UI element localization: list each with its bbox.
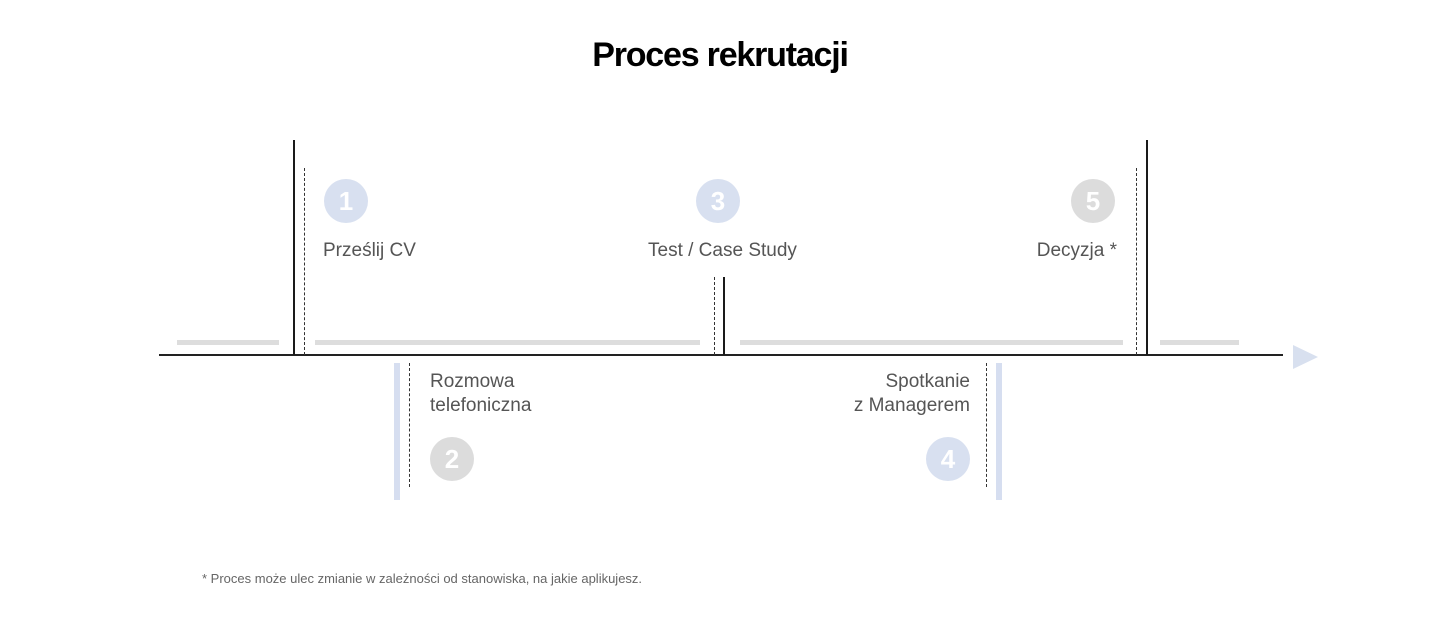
step-5-marker-line bbox=[1146, 140, 1148, 355]
timeline-axis bbox=[159, 354, 1283, 356]
step-2-label-line-1: Rozmowa bbox=[430, 371, 515, 392]
step-5-dashed-line bbox=[1136, 168, 1137, 355]
step-4-label: Spotkanie z Managerem bbox=[800, 370, 970, 418]
step-3-dashed-line bbox=[714, 277, 715, 355]
step-4-marker-bar bbox=[996, 363, 1002, 500]
step-4-number-badge: 4 bbox=[926, 437, 970, 481]
step-5-number-badge: 5 bbox=[1071, 179, 1115, 223]
step-4-label-line-1: Spotkanie bbox=[885, 371, 970, 392]
step-3-label: Test / Case Study bbox=[648, 240, 797, 261]
step-1-dashed-line bbox=[304, 168, 305, 355]
step-2-marker-bar bbox=[394, 363, 400, 500]
track-segment bbox=[740, 340, 1123, 345]
step-4-dashed-line bbox=[986, 363, 987, 487]
step-1-marker-line bbox=[293, 140, 295, 355]
footnote: * Proces może ulec zmianie w zależności … bbox=[202, 571, 643, 586]
track-segment bbox=[177, 340, 279, 345]
step-5-label: Decyzja * bbox=[1036, 240, 1117, 261]
step-2-number-badge: 2 bbox=[430, 437, 474, 481]
page-title: Proces rekrutacji bbox=[592, 36, 849, 74]
step-2-label: Rozmowa telefoniczna bbox=[430, 370, 531, 418]
step-2-dashed-line bbox=[409, 363, 410, 487]
step-4-label-line-2: z Managerem bbox=[853, 395, 970, 416]
step-3-marker-line bbox=[723, 277, 725, 355]
step-3-number-badge: 3 bbox=[696, 179, 740, 223]
step-1-number-badge: 1 bbox=[324, 179, 368, 223]
step-1-label: Prześlij CV bbox=[323, 240, 416, 261]
step-2-label-line-2: telefoniczna bbox=[430, 395, 532, 416]
timeline-arrow-icon bbox=[1293, 345, 1318, 369]
track-segment bbox=[1160, 340, 1239, 345]
track-segment bbox=[315, 340, 700, 345]
